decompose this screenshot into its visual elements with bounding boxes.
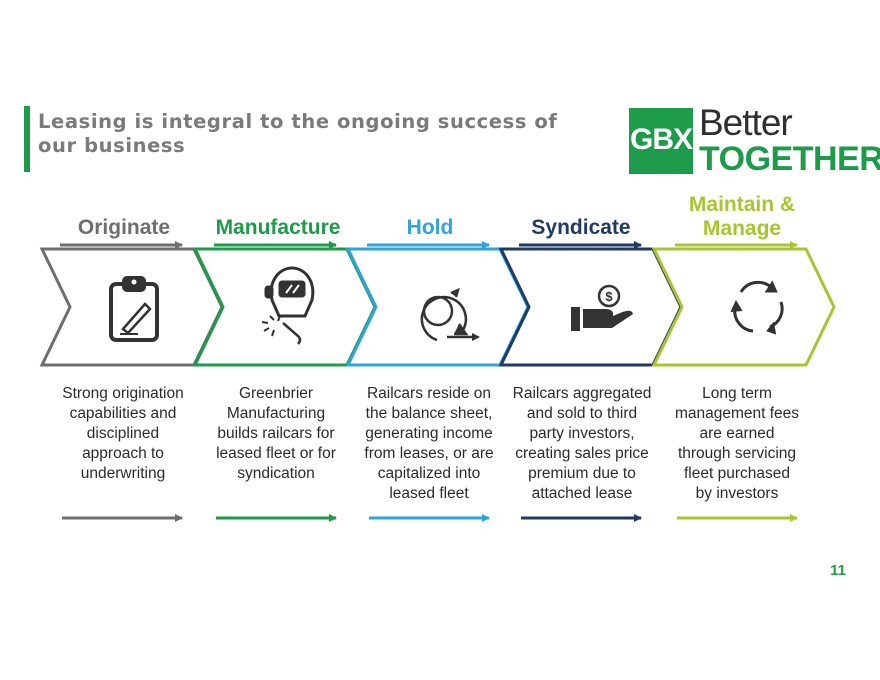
welder-icon: [261, 266, 315, 345]
description-line: disciplined: [86, 425, 160, 442]
gbx-logo: GBX Better TOGETHER: [629, 102, 880, 178]
description-line: management fees: [674, 405, 800, 422]
chevron-syndicate: [498, 247, 683, 367]
description-line: attached lease: [531, 485, 633, 502]
stage-title-line: Maintain &: [688, 193, 796, 216]
stage-title-syndicate: Syndicate: [531, 216, 631, 239]
description-line: are earned: [699, 425, 775, 442]
stage-title-manufacture: Manufacture: [215, 216, 341, 239]
description-line: builds railcars for: [217, 425, 335, 442]
description-line: from leases, or are: [364, 445, 494, 462]
stage-title-line: Manage: [702, 217, 782, 240]
description-line: capitalized into: [377, 465, 481, 482]
description-line: fleet purchased: [684, 465, 790, 482]
description-line: syndication: [237, 465, 315, 482]
description-line: and sold to third: [526, 405, 638, 422]
page-number: 11: [830, 562, 846, 579]
description-originate: Strong origination capabilities and disc…: [53, 384, 193, 484]
logo-text-together: TOGETHER: [699, 140, 880, 178]
logo-text-better: Better: [699, 102, 793, 143]
logo-box: GBX: [629, 108, 693, 174]
chevron-hold: [345, 247, 530, 367]
stage-title-hold: Hold: [406, 216, 454, 239]
chevron-originate: [39, 247, 224, 367]
slide-title: Leasing is integral to the ongoing succe…: [38, 110, 558, 157]
description-hold: Railcars reside on the balance sheet, ge…: [359, 384, 499, 504]
title-accent-bar: [24, 106, 30, 172]
circular-arrows-icon: [420, 287, 480, 342]
logo-mark: GBX: [629, 123, 693, 156]
description-line: capabilities and: [69, 405, 177, 422]
recycle-arrows-icon: [730, 280, 784, 335]
description-line: creating sales price: [515, 445, 649, 462]
svg-text:$: $: [605, 289, 613, 304]
description-line: Railcars aggregated: [512, 385, 652, 402]
chevron-manufacture: [192, 247, 377, 367]
hand-dollar-icon: $: [571, 284, 633, 331]
clipboard-icon: [109, 276, 159, 342]
description-line: by investors: [695, 485, 779, 502]
description-line: Greenbrier: [238, 385, 314, 402]
description-line: Manufacturing: [226, 405, 326, 422]
description-line: Long term: [702, 385, 772, 402]
stage-title-maintain-manage: Maintain & Manage: [670, 193, 814, 241]
chevron-maintain: [651, 247, 836, 367]
description-manufacture: Greenbrier Manufacturing builds railcars…: [206, 384, 346, 484]
description-line: Railcars reside on: [366, 385, 492, 402]
description-line: generating income: [365, 425, 493, 442]
description-line: premium due to: [528, 465, 636, 482]
description-line: the balance sheet,: [365, 405, 493, 422]
description-syndicate: Railcars aggregated and sold to third pa…: [509, 384, 655, 504]
description-line: approach to: [82, 445, 164, 462]
description-line: underwriting: [80, 465, 166, 482]
stage-title-originate: Originate: [77, 216, 171, 239]
description-maintain-manage: Long term management fees are earned thr…: [664, 384, 810, 504]
description-line: leased fleet or for: [216, 445, 336, 462]
description-line: leased fleet: [389, 485, 469, 502]
description-line: through servicing: [677, 445, 797, 462]
description-line: party investors,: [529, 425, 635, 442]
description-line: Strong origination: [62, 385, 184, 402]
